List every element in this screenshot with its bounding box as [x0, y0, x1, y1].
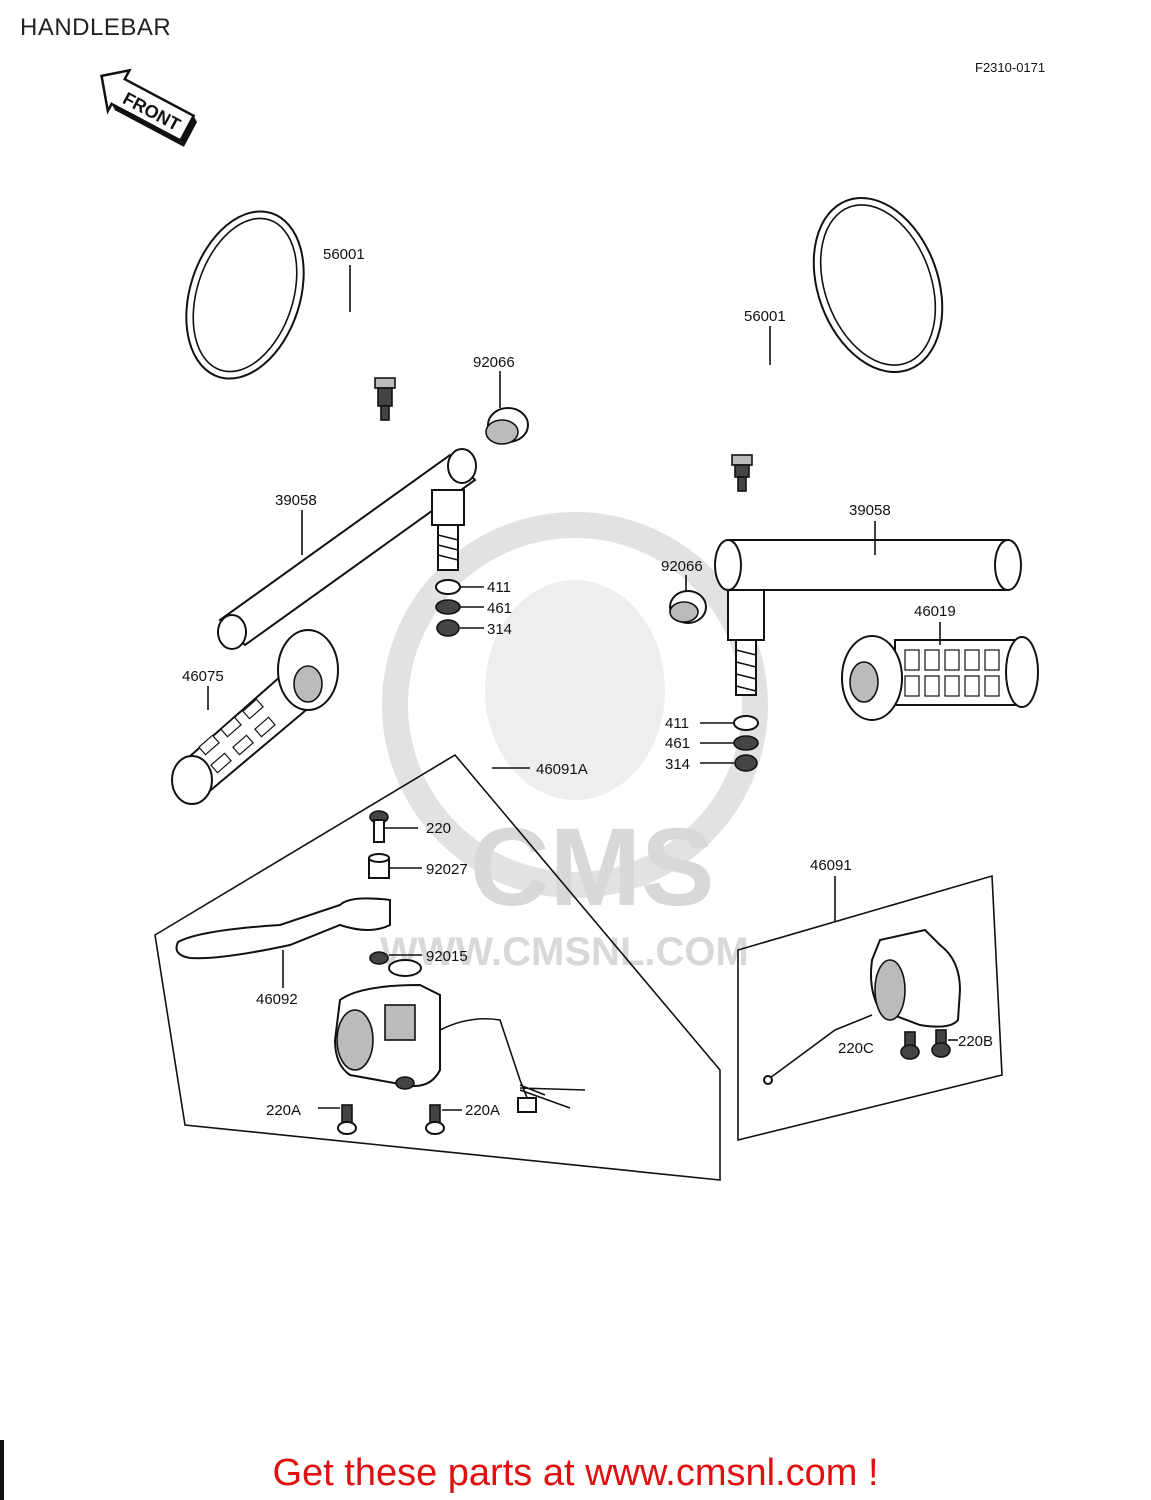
washer-92015 [369, 951, 422, 965]
washer-stack-right [700, 715, 759, 772]
handlebar-right [714, 539, 1022, 696]
screw-220b [931, 1029, 958, 1058]
grip-left [171, 629, 339, 805]
lever-assembly-outline [154, 753, 721, 1181]
label-lever-assembly: 46091A [536, 761, 588, 778]
label-nut-left: 314 [487, 621, 512, 638]
label-cap-left: 92066 [473, 354, 515, 371]
cap-right [669, 590, 707, 624]
mirror-right [731, 196, 944, 492]
diagram-title: HANDLEBAR [20, 14, 172, 41]
label-collar: 92027 [426, 861, 468, 878]
edge-mark [0, 1440, 4, 1500]
screw-220a-right [425, 1104, 462, 1135]
right-switch-housing [763, 928, 962, 1085]
handlebar-left [217, 448, 477, 650]
label-mirror-right: 56001 [744, 308, 786, 325]
lever-46092 [175, 897, 391, 988]
label-bolt-220: 220 [426, 820, 451, 837]
label-screw-220c: 220C [838, 1040, 874, 1057]
label-washer-left: 411 [487, 579, 511, 596]
watermark-url: WWW.CMSNL.COM [380, 930, 749, 974]
front-arrow: FRONT [100, 68, 198, 147]
label-lockwasher-right: 461 [665, 735, 690, 752]
screw-220c [900, 1031, 920, 1060]
switch-assembly-outline [737, 874, 1003, 1142]
label-washer-92015: 92015 [426, 948, 468, 965]
label-screw-220b: 220B [958, 1033, 993, 1050]
cta-link[interactable]: Get these parts at www.cmsnl.com ! [272, 1452, 879, 1494]
grip-right [841, 635, 1039, 721]
label-bar-right: 39058 [849, 502, 891, 519]
left-switch-housing [333, 959, 586, 1113]
screw-220a-left [318, 1104, 357, 1135]
label-bar-left: 39058 [275, 492, 317, 509]
label-washer-right: 411 [665, 715, 689, 732]
label-lever: 46092 [256, 991, 298, 1008]
label-screw-220a-right: 220A [465, 1102, 500, 1119]
cms-watermark: CMS WWW.CMSNL.COM [380, 512, 768, 974]
label-grip-left: 46075 [182, 668, 224, 685]
label-cap-right: 92066 [661, 558, 703, 575]
leader-lines [207, 265, 941, 922]
label-switch-right: 46091 [810, 857, 852, 874]
collar-92027 [368, 853, 422, 879]
label-nut-right: 314 [665, 756, 690, 773]
figure-code: F2310-0171 [975, 60, 1046, 75]
cap-left [485, 407, 529, 445]
washer-stack-left [435, 579, 484, 637]
bolt-220 [369, 810, 418, 843]
label-grip-right: 46019 [914, 603, 956, 620]
label-lockwasher-left: 461 [487, 600, 512, 617]
footer-cta[interactable]: Get these parts at www.cmsnl.com ! [0, 1452, 1151, 1495]
mirror-left [185, 210, 396, 421]
label-screw-220a-left: 220A [266, 1102, 301, 1119]
label-mirror-left: 56001 [323, 246, 365, 263]
watermark-brand: CMS [470, 806, 714, 929]
